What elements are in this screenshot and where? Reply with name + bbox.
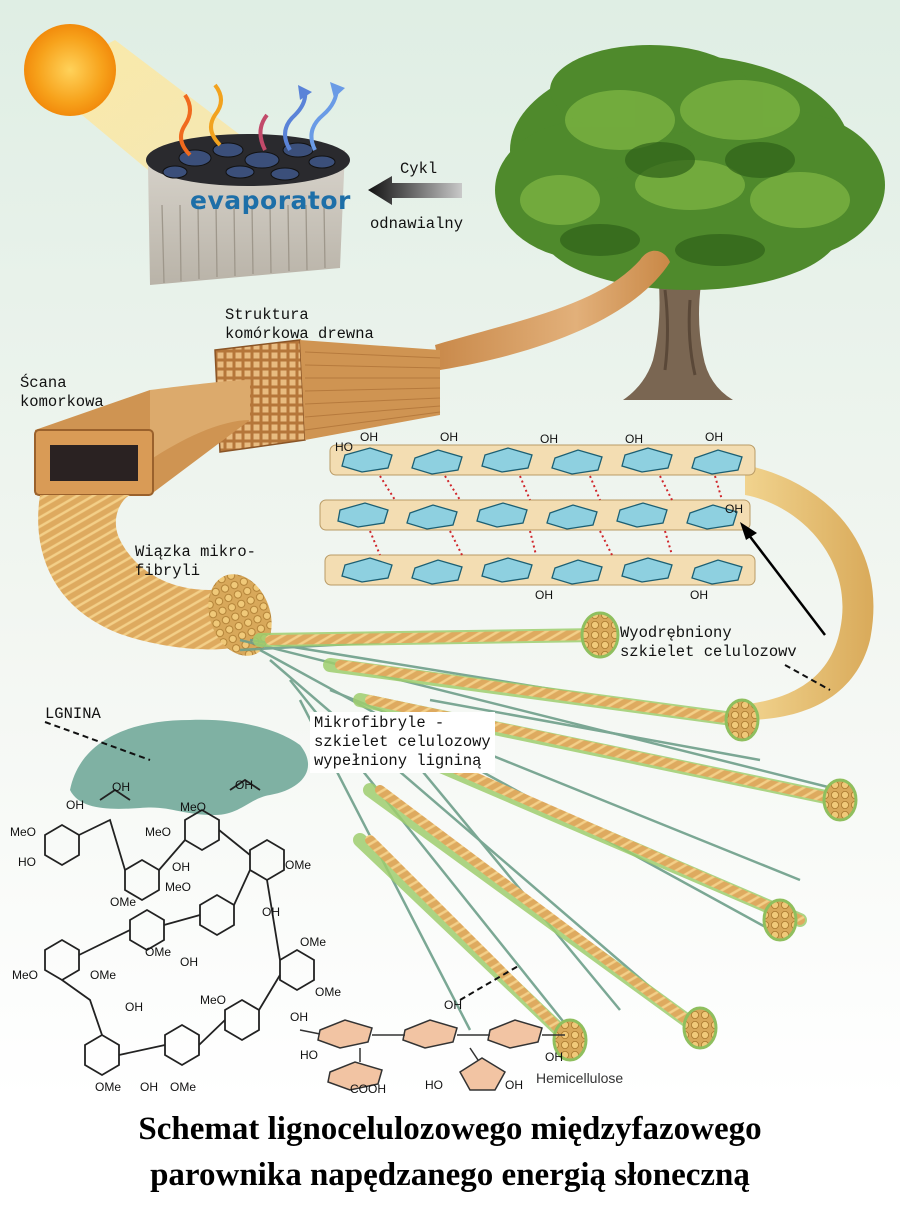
chem-oh-label: OH bbox=[725, 502, 743, 516]
chem-meo-label: MeO bbox=[10, 825, 37, 839]
cycle-label-line2: odnawialny bbox=[370, 215, 464, 233]
chem-oh-label: OH bbox=[235, 778, 253, 792]
evaporator-block bbox=[146, 82, 350, 285]
cellulose-pointer-arrow bbox=[744, 529, 826, 636]
chem-ome-label: OMe bbox=[90, 968, 117, 982]
chem-meo-label: MeO bbox=[200, 993, 227, 1007]
chem-oh-label: OH bbox=[690, 588, 708, 602]
sun-icon bbox=[24, 24, 116, 116]
chem-oh-label: OH bbox=[540, 432, 558, 446]
cellulose-leader bbox=[784, 664, 831, 691]
chem-meo-label: MeO bbox=[145, 825, 172, 839]
lignin-blob bbox=[70, 719, 309, 815]
cellulose-backbone-label: Wyodrębniony szkielet celulozowv bbox=[620, 624, 797, 661]
caption-line-1: Schemat lignocelulozowego międzyfazowego bbox=[138, 1111, 762, 1147]
chem-oh-label: OH bbox=[125, 1000, 143, 1014]
chem-oh-label: OH bbox=[440, 430, 458, 444]
tree-icon bbox=[495, 45, 885, 400]
lignin-label: LGNINA bbox=[45, 705, 101, 723]
chem-ome-label: OMe bbox=[145, 945, 172, 959]
microfibrils-lignin-label: Mikrofibryle - szkielet celulozowy wypeł… bbox=[310, 712, 495, 773]
chem-oh-label: OH bbox=[625, 432, 643, 446]
cycle-label-line1: Cykl bbox=[400, 160, 438, 178]
chem-oh-label: OH bbox=[505, 1078, 523, 1092]
chem-ome-label: OMe bbox=[300, 935, 327, 949]
cell-wall-label: Ścana komorkowa bbox=[20, 374, 104, 411]
chem-oh-label: OH bbox=[172, 860, 190, 874]
chem-ome-label: OMe bbox=[110, 895, 137, 909]
chem-oh-label: OH bbox=[290, 1010, 308, 1024]
lignin-leader bbox=[44, 721, 151, 761]
chem-ome-label: OMe bbox=[170, 1080, 197, 1094]
chem-meo-label: MeO bbox=[12, 968, 39, 982]
chem-ome-label: OMe bbox=[285, 858, 312, 872]
lignin-structure bbox=[44, 778, 315, 1077]
chem-oh-label: OH bbox=[262, 905, 280, 919]
chem-meo-label: MeO bbox=[165, 880, 192, 894]
chem-ho-label: HO bbox=[335, 440, 353, 454]
chem-oh-label: OH bbox=[545, 1050, 563, 1064]
cycle-arrow bbox=[368, 176, 462, 205]
hemicellulose-leader bbox=[459, 964, 521, 1001]
chem-oh-label: OH bbox=[535, 588, 553, 602]
chem-meo-label: MeO bbox=[180, 800, 207, 814]
chem-ome-label: OMe bbox=[95, 1080, 122, 1094]
microfibril-bundle-label: Wiązka mikro- fibryli bbox=[135, 543, 256, 580]
diagram-caption: Schemat lignocelulozowego międzyfazowego… bbox=[0, 1106, 900, 1198]
chem-ho-label: HO bbox=[18, 855, 36, 869]
hemicellulose-label: Hemicellulose bbox=[536, 1070, 624, 1086]
chem-oh-label: OH bbox=[705, 430, 723, 444]
chem-cooh-label: COOH bbox=[350, 1082, 386, 1096]
chem-ho-label: HO bbox=[425, 1078, 443, 1092]
caption-line-2: parownika napędzanego energią słoneczną bbox=[150, 1157, 750, 1193]
evaporator-label: evaporator bbox=[190, 186, 351, 215]
chem-oh-label: OH bbox=[444, 998, 462, 1012]
chem-ome-label: OMe bbox=[315, 985, 342, 999]
chem-oh-label: OH bbox=[180, 955, 198, 969]
wood-ribbon bbox=[435, 250, 670, 370]
cell-wall-tube bbox=[34, 380, 250, 496]
hemicellulose-structure bbox=[299, 1019, 565, 1091]
chem-oh-label: OH bbox=[112, 780, 130, 794]
chem-oh-label: OH bbox=[140, 1080, 158, 1094]
cellulose-ribbon bbox=[740, 465, 874, 720]
chem-ho-label: HO bbox=[300, 1048, 318, 1062]
chem-oh-label: OH bbox=[66, 798, 84, 812]
chem-oh-label: OH bbox=[360, 430, 378, 444]
cellulose-chains bbox=[319, 444, 756, 586]
wood-structure-label: Struktura komórkowa drewna bbox=[225, 306, 374, 343]
